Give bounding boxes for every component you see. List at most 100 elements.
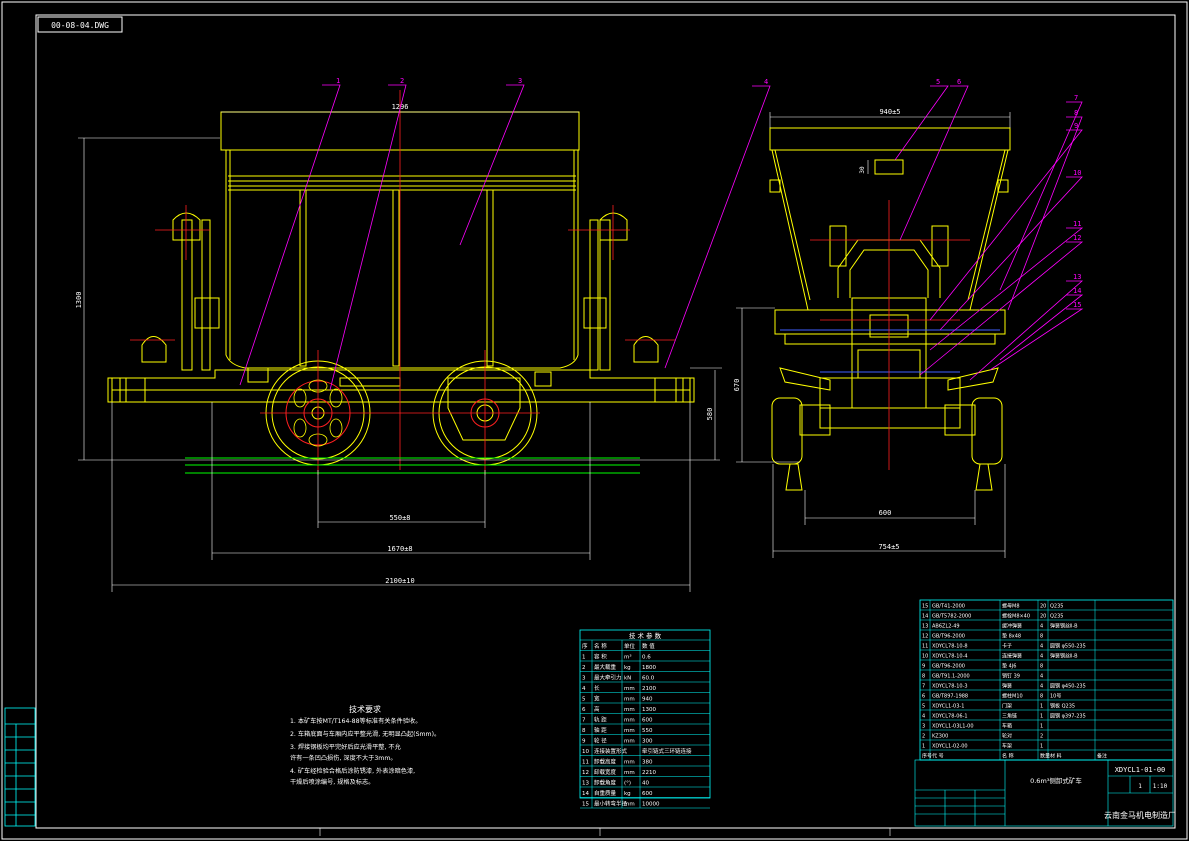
parts-cell: 连接弹簧 — [1002, 653, 1022, 660]
spec-header-cell: 单位 — [624, 642, 636, 650]
spec-cell: 2 — [582, 665, 586, 671]
spec-cell: 10000 — [642, 802, 660, 808]
spec-header-cell: 序 — [582, 642, 588, 650]
parts-cell: 8 — [1040, 634, 1043, 640]
parts-cell: Q235 — [1050, 614, 1063, 620]
parts-cell: GB/T96-2000 — [932, 634, 965, 640]
parts-cell: 15 — [922, 604, 928, 610]
spec-cell: 3 — [582, 676, 586, 682]
title-block — [914, 759, 1174, 827]
spec-cell: 5 — [582, 697, 586, 703]
dim-overall-len: 2100±10 — [385, 577, 415, 585]
parts-cell: 8 — [922, 674, 925, 680]
parts-cell: 车架 — [1002, 743, 1012, 750]
front-centerlines — [130, 90, 675, 475]
callout-2: 2 — [400, 77, 404, 85]
parts-cell: 5 — [922, 704, 925, 710]
parts-cell: 轮对 — [1002, 733, 1012, 740]
parts-cell: 20 — [1040, 614, 1046, 620]
parts-cell: 10 — [922, 654, 928, 660]
spec-cell: 6 — [582, 707, 586, 713]
title-tab: 00-08-04.DWG — [51, 21, 109, 30]
dim-side-small: 30 — [859, 166, 866, 174]
parts-cell: 4 — [1040, 644, 1043, 650]
parts-cell: 4 — [922, 714, 925, 720]
spec-cell: mm — [624, 697, 635, 703]
parts-cell: XDYCL78-10-8 — [932, 644, 968, 650]
spec-cell: 380 — [642, 760, 653, 766]
parts-header-cell: 备注 — [1097, 753, 1107, 760]
side-centerlines — [810, 200, 970, 470]
spec-cell: 1800 — [642, 665, 656, 671]
spec-cell: 9 — [582, 739, 586, 745]
notes-line-4: 许有一条凹凸损伤, 深度不大于3mm。 — [290, 754, 397, 762]
front-dimension-lines — [78, 111, 722, 592]
dim-wheelbase: 550±8 — [389, 514, 410, 522]
callout-8: 8 — [1074, 109, 1078, 117]
callout-7: 7 — [1074, 94, 1078, 102]
parts-cell: 螺栓M8×40 — [1002, 613, 1030, 620]
frame-ticks — [319, 828, 891, 836]
spec-cell: 40 — [642, 781, 649, 787]
spec-cell: 60.0 — [642, 676, 655, 682]
dim-side-height: 670 — [733, 379, 741, 392]
parts-cell: 弹簧 — [1002, 683, 1012, 690]
spec-cell: 11 — [582, 760, 589, 766]
side-callout-leaders — [664, 85, 1084, 381]
callout-10: 10 — [1073, 169, 1081, 177]
sheet: 1 — [1138, 783, 1142, 790]
parts-cell: 9 — [922, 664, 925, 670]
parts-cell: 4 — [1040, 654, 1043, 660]
spec-cell: 550 — [642, 728, 653, 734]
dim-side-gauge: 600 — [879, 509, 892, 517]
spec-cell: 15 — [582, 802, 589, 808]
spec-cell: 600 — [642, 718, 653, 724]
parts-cell: 8 — [1040, 664, 1043, 670]
parts-cell: 3 — [922, 724, 925, 730]
spec-cell: mm — [624, 728, 635, 734]
dim-side-top-width: 940±5 — [879, 108, 900, 116]
notes-heading: 技术要求 — [349, 704, 381, 714]
parts-cell: XDYCL78-10-4 — [932, 654, 968, 660]
spec-cell: 2100 — [642, 686, 656, 692]
parts-cell: 销钉 39 — [1002, 673, 1020, 680]
parts-cell: 10号 — [1050, 694, 1061, 700]
parts-cell: 13 — [922, 624, 928, 630]
notes-line-6: 干燥后喷涂编号, 规格及标志。 — [290, 778, 374, 786]
parts-cell: GB/T96-2000 — [932, 664, 965, 670]
spec-cell: mm — [624, 760, 635, 766]
parts-cell: 卡子 — [1002, 643, 1012, 650]
spec-cell: 最大载重 — [594, 663, 617, 671]
spec-cell: kN — [624, 676, 631, 682]
spec-cell: 7 — [582, 718, 586, 724]
parts-cell: 1 — [922, 744, 925, 750]
spec-header-cell: 数 值 — [642, 642, 655, 650]
spec-cell: 轨 距 — [594, 716, 607, 724]
parts-cell: 圆钢 φ450-235 — [1050, 683, 1086, 690]
front-view — [107, 111, 695, 441]
hopper-body — [225, 150, 579, 369]
spec-cell: 牵引链式三环链连接 — [642, 747, 692, 755]
parts-cell: 4 — [1040, 684, 1043, 690]
parts-cell: XDYCL78-06-1 — [932, 714, 968, 720]
callout-4: 4 — [764, 78, 768, 86]
notes-line-3: 3. 焊接钢板均平完好后应光滑平整, 不允 — [290, 743, 401, 751]
parts-header-cell: 材 料 — [1050, 753, 1062, 760]
callout-12: 12 — [1073, 234, 1081, 242]
spec-cell: 宽 — [594, 695, 600, 703]
title-tab-box — [37, 16, 123, 33]
parts-cell: 4 — [1040, 624, 1043, 630]
spec-cell: 连接装置形式 — [594, 747, 628, 755]
spec-cell: mm — [624, 802, 635, 808]
parts-cell: 1 — [1040, 704, 1043, 710]
spec-cell: 4 — [582, 686, 586, 692]
parts-cell: AB6ZL2-49 — [932, 624, 960, 630]
left-margin-blocks — [4, 707, 36, 827]
spec-cell: mm — [624, 718, 635, 724]
parts-header-cell: 数量 — [1040, 753, 1050, 760]
parts-cell: XDYCL1-03-1 — [932, 704, 964, 710]
inner-frame — [35, 14, 1176, 829]
spec-cell: (°) — [624, 781, 631, 787]
parts-cell: 垫 4J6 — [1002, 663, 1016, 670]
